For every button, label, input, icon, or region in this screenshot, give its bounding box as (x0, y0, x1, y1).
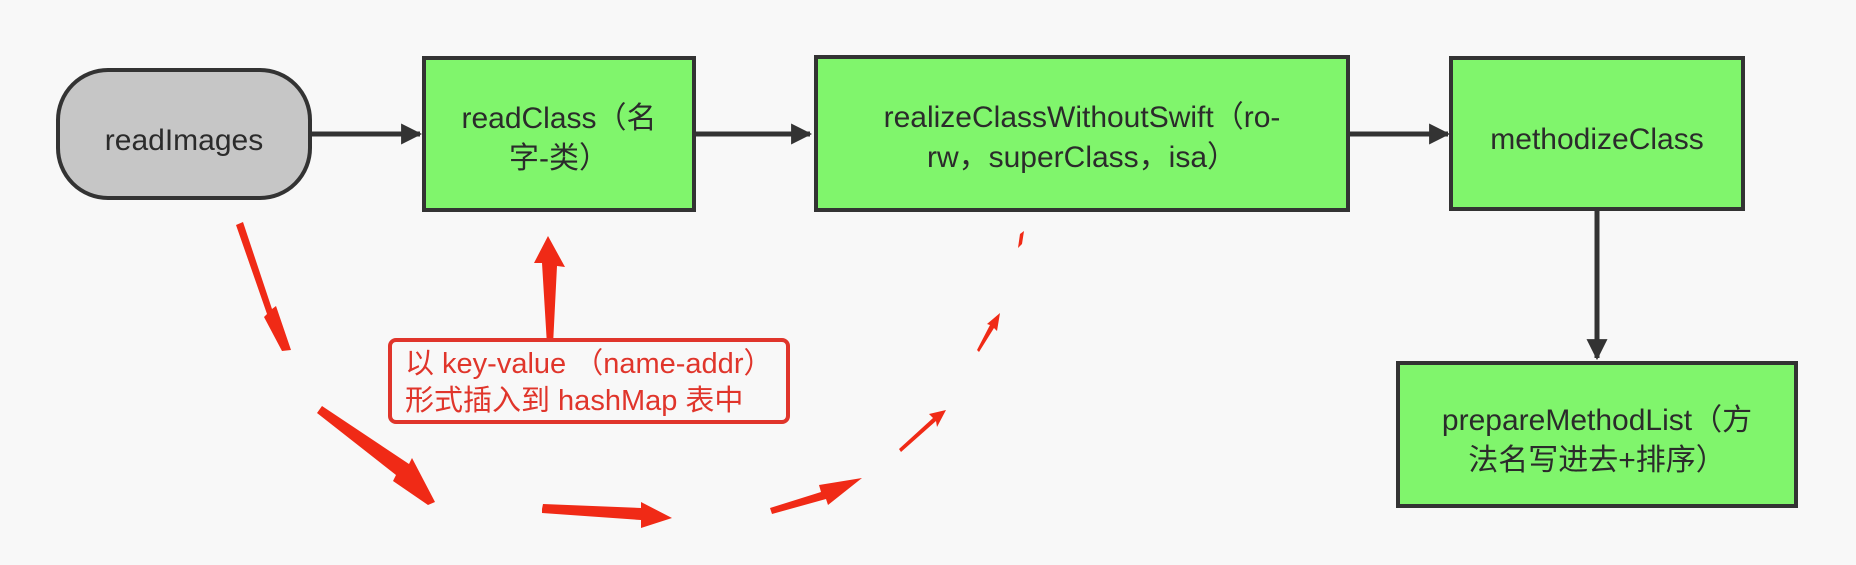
node-realize-class[interactable]: realizeClassWithoutSwift（ro- rw，superCla… (814, 55, 1350, 212)
red-arrow-segment-2 (317, 406, 435, 505)
node-prepare-method-list[interactable]: prepareMethodList（方 法名写进去+排序） (1396, 361, 1798, 508)
red-arrow-segment-1 (236, 222, 291, 351)
annotation-callout: 以 key-value （name-addr） 形式插入到 hashMap 表中 (388, 338, 790, 424)
red-arrow-segment-7 (1018, 231, 1024, 248)
node-read-images[interactable]: readImages (56, 68, 312, 200)
red-arrow-segment-3 (542, 502, 672, 528)
red-arrow-segment-5 (899, 410, 946, 452)
node-prepare-method-list-line-2: 法名写进去+排序） (1468, 444, 1726, 477)
red-arrow-segment-6 (977, 313, 1000, 352)
red-arrow-segment-4 (770, 478, 862, 514)
node-realize-class-line-2: rw，superClass，isa） (927, 141, 1237, 174)
red-arrow-up-to-readclass (534, 236, 565, 345)
node-read-images-label: readImages (105, 124, 263, 157)
annotation-line-2: 形式插入到 hashMap 表中 (405, 384, 743, 417)
node-methodize-class[interactable]: methodizeClass (1449, 56, 1745, 211)
node-read-class-line-2: 字-类） (509, 142, 609, 175)
node-realize-class-line-1: realizeClassWithoutSwift（ro- (884, 101, 1281, 134)
node-methodize-class-label: methodizeClass (1490, 123, 1703, 156)
node-read-class[interactable]: readClass（名 字-类） (422, 56, 696, 212)
node-prepare-method-list-line-1: prepareMethodList（方 (1442, 404, 1752, 437)
highlight-arrow-path (236, 222, 1024, 528)
annotation-line-1: 以 key-value （name-addr） (405, 348, 772, 380)
node-read-class-line-1: readClass（名 (461, 102, 656, 135)
